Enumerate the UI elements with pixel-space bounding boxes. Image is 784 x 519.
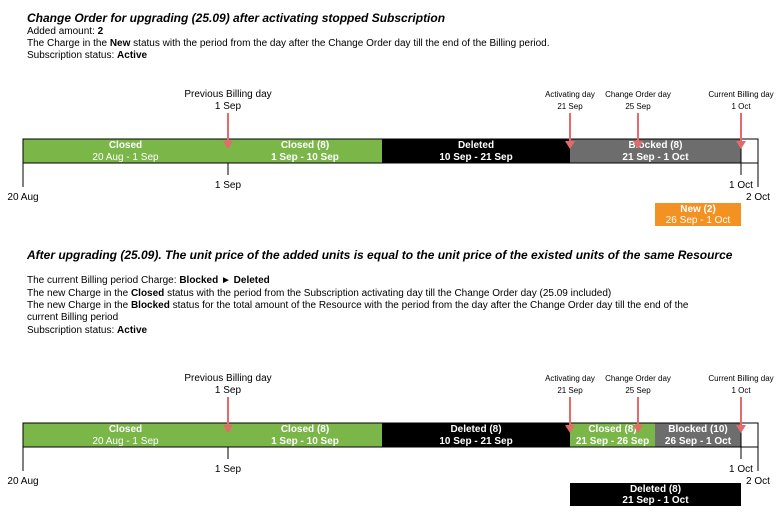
segment-name: Deleted [458, 140, 494, 151]
segment-name: Closed (8) [281, 140, 329, 151]
tick-label: 2 Oct [746, 476, 770, 487]
marker-label: Change Order day [605, 374, 671, 383]
marker-label: Previous Billing day [184, 89, 271, 100]
added-amount-label: Added amount: [27, 26, 98, 37]
line3-part-3: status for the total amount of the Resou… [169, 300, 689, 311]
line1-part-1: The current Billing period Charge: [27, 275, 180, 286]
segment-period: 21 Sep - 26 Sep [576, 436, 649, 447]
marker-date: 21 Sep [557, 386, 583, 395]
segment-blocked [655, 423, 741, 447]
segment-deleted [382, 423, 570, 447]
timeline-bar-outline [22, 138, 759, 164]
segment-closed [228, 423, 382, 447]
marker-label: Current Billing day [708, 374, 773, 383]
marker-date: 25 Sep [625, 386, 651, 395]
section1-description: The Charge in the New status with the pe… [27, 38, 550, 50]
section2-line-4: current Billing period [27, 312, 119, 323]
tick-label: 20 Aug [7, 476, 38, 487]
line3-part-2: Blocked [130, 300, 170, 311]
marker-arrow-head [223, 425, 233, 433]
segment-closed [23, 139, 228, 163]
status-value: Active [117, 325, 148, 336]
segment-period: 10 Sep - 21 Sep [439, 152, 512, 163]
section1-title: Change Order for upgrading (25.09) after… [27, 11, 446, 25]
desc-part-1: The Charge in the [27, 38, 110, 49]
segment-blocked [570, 139, 741, 163]
extra-charge-deleted [570, 483, 741, 506]
marker-arrow-head [565, 425, 575, 433]
marker-arrow-head [736, 141, 746, 149]
section1-subscription-status: Subscription status: Active [27, 50, 147, 62]
desc-part-3: status with the period from the day afte… [130, 38, 550, 49]
tick-label: 1 Sep [215, 464, 242, 475]
line3-part-1: The new Charge in the [27, 300, 131, 311]
marker-date: 1 Oct [731, 386, 751, 395]
marker-arrow-head [633, 425, 643, 433]
segment-name: Closed [109, 424, 142, 435]
marker-arrow-head [736, 425, 746, 433]
extra-charge-new [655, 203, 741, 226]
section2-line-2: The new Charge in the Closed status with… [27, 288, 611, 300]
segment-name: Blocked (8) [629, 140, 683, 151]
line1-part-2: Blocked ► Deleted [179, 275, 270, 286]
segment-period: 10 Sep - 21 Sep [439, 436, 512, 447]
timeline-bar-outline [22, 422, 759, 448]
section2-line-1: The current Billing period Charge: Block… [27, 275, 270, 287]
added-amount-value: 2 [97, 26, 104, 37]
tick-label: 1 Sep [215, 180, 242, 191]
marker-date: 21 Sep [557, 102, 583, 111]
section2-title: After upgrading (25.09). The unit price … [27, 248, 733, 262]
marker-arrow-head [633, 141, 643, 149]
marker-label: Activating day [545, 374, 595, 383]
tick-label: 2 Oct [746, 192, 770, 203]
desc-part-2: New [109, 38, 131, 49]
section2-line-3: The new Charge in the Blocked status for… [27, 300, 689, 312]
tick-label: 1 Oct [729, 464, 753, 475]
segment-period: 1 Sep - 10 Sep [271, 436, 339, 447]
line2-part-2: Closed [130, 288, 165, 299]
extra-charge-period: 21 Sep - 1 Oct [622, 495, 689, 506]
tick-label: 20 Aug [7, 192, 38, 203]
line2-part-3: status with the period from the Subscrip… [164, 288, 612, 299]
section1-added-amount: Added amount: 2 [27, 26, 103, 38]
marker-date: 25 Sep [625, 102, 651, 111]
marker-label: Previous Billing day [184, 373, 271, 384]
segment-period: 21 Sep - 1 Oct [622, 152, 689, 163]
marker-date: 1 Oct [731, 102, 751, 111]
segment-closed [23, 423, 228, 447]
marker-label: Current Billing day [708, 90, 773, 99]
section2-subscription-status: Subscription status: Active [27, 325, 147, 337]
extra-charge-name: Deleted (8) [630, 484, 681, 495]
segment-deleted [382, 139, 570, 163]
segment-period: 26 Sep - 1 Oct [665, 436, 732, 447]
marker-label: Activating day [545, 90, 595, 99]
marker-label: Change Order day [605, 90, 671, 99]
status-label: Subscription status: [27, 50, 118, 61]
segment-closed [228, 139, 382, 163]
segment-period: 20 Aug - 1 Sep [92, 436, 159, 447]
segment-name: Deleted (8) [450, 424, 501, 435]
segment-period: 1 Sep - 10 Sep [271, 152, 339, 163]
segment-name: Closed (8) [588, 424, 636, 435]
marker-arrow-head [565, 141, 575, 149]
segment-name: Blocked (10) [668, 424, 727, 435]
marker-date: 1 Sep [215, 101, 242, 112]
tick-label: 1 Oct [729, 180, 753, 191]
line2-part-1: The new Charge in the [27, 288, 131, 299]
status-label: Subscription status: [27, 325, 118, 336]
segment-period: 20 Aug - 1 Sep [92, 152, 159, 163]
extra-charge-period: 26 Sep - 1 Oct [666, 215, 731, 226]
segment-name: Closed [109, 140, 142, 151]
marker-arrow-head [223, 141, 233, 149]
extra-charge-name: New (2) [680, 204, 716, 215]
status-value: Active [117, 50, 148, 61]
marker-date: 1 Sep [215, 385, 242, 396]
segment-name: Closed (8) [281, 424, 329, 435]
